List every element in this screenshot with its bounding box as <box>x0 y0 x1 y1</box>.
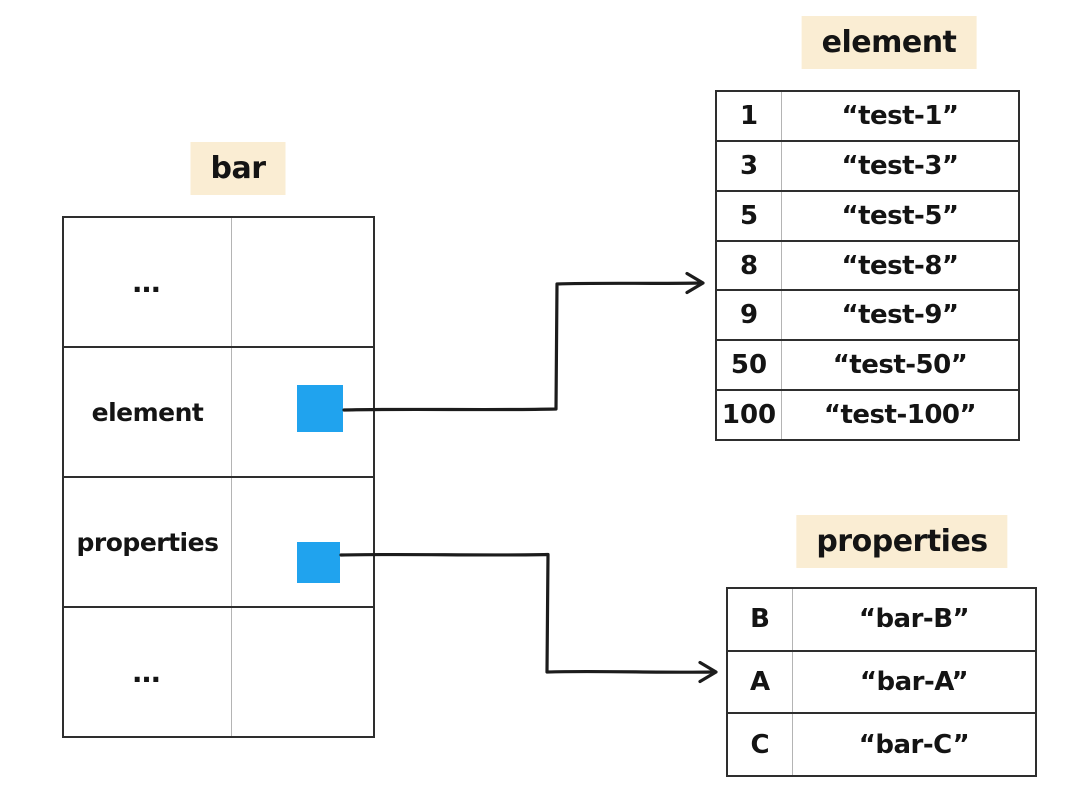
element-key-cell: 5 <box>717 191 782 240</box>
element-key-cell: 8 <box>717 241 782 290</box>
table-row: B “bar-B” <box>728 589 1035 652</box>
properties-value-cell: “bar-A” <box>859 667 969 697</box>
element-key-cell: 100 <box>717 391 782 440</box>
properties-title-badge: properties <box>796 515 1008 568</box>
properties-table: B “bar-B” A “bar-A” C “bar-C” <box>726 587 1037 777</box>
element-key-cell: 3 <box>717 141 782 190</box>
table-row: 9 “test-9” <box>717 291 1018 342</box>
element-title-badge: element <box>801 16 977 69</box>
element-value-cell: “test-9” <box>841 300 959 331</box>
properties-key-cell: B <box>728 589 793 650</box>
bar-value-cell-empty-bottom <box>232 608 373 736</box>
table-row: 3 “test-3” <box>717 141 1018 192</box>
bar-title-badge: bar <box>190 142 286 195</box>
properties-key-cell: C <box>728 714 793 776</box>
table-row: 1 “test-1” <box>717 92 1018 142</box>
bar-value-cell-empty-top <box>232 218 373 346</box>
table-row: C “bar-C” <box>728 714 1035 776</box>
element-key-cell: 50 <box>717 341 782 390</box>
table-row: A “bar-A” <box>728 651 1035 715</box>
properties-arrow <box>339 552 718 684</box>
element-key-cell: 1 <box>717 92 782 140</box>
table-row: 50 “test-50” <box>717 341 1018 392</box>
properties-value-cell: “bar-B” <box>858 604 970 635</box>
properties-pointer-square <box>297 542 340 583</box>
table-row: 100 “test-100” <box>717 391 1018 440</box>
element-value-cell: “test-50” <box>832 350 968 381</box>
element-value-cell: “test-5” <box>841 200 959 231</box>
bar-hash-table: … element properties … <box>62 216 375 738</box>
bar-table-row: … <box>64 608 373 736</box>
element-arrow <box>342 271 705 412</box>
bar-table-row: element <box>64 348 373 478</box>
bar-table-row: properties <box>64 478 373 608</box>
bar-key-cell-ellipsis-bottom: … <box>64 608 232 736</box>
bar-key-cell-ellipsis-top: … <box>64 218 232 346</box>
properties-key-cell: A <box>728 651 793 713</box>
properties-value-cell: “bar-C” <box>858 729 970 760</box>
element-value-cell: “test-3” <box>841 150 959 181</box>
bar-key-cell-properties: properties <box>64 478 232 606</box>
element-key-cell: 9 <box>717 291 782 340</box>
element-value-cell: “test-8” <box>841 250 959 281</box>
bar-key-cell-element: element <box>64 348 232 476</box>
element-pointer-square <box>297 385 343 432</box>
element-table: 1 “test-1” 3 “test-3” 5 “test-5” 8 “test… <box>715 90 1020 441</box>
element-value-cell: “test-1” <box>841 100 959 131</box>
bar-table-row: … <box>64 218 373 348</box>
table-row: 5 “test-5” <box>717 191 1018 242</box>
table-row: 8 “test-8” <box>717 241 1018 292</box>
element-value-cell: “test-100” <box>823 400 977 431</box>
